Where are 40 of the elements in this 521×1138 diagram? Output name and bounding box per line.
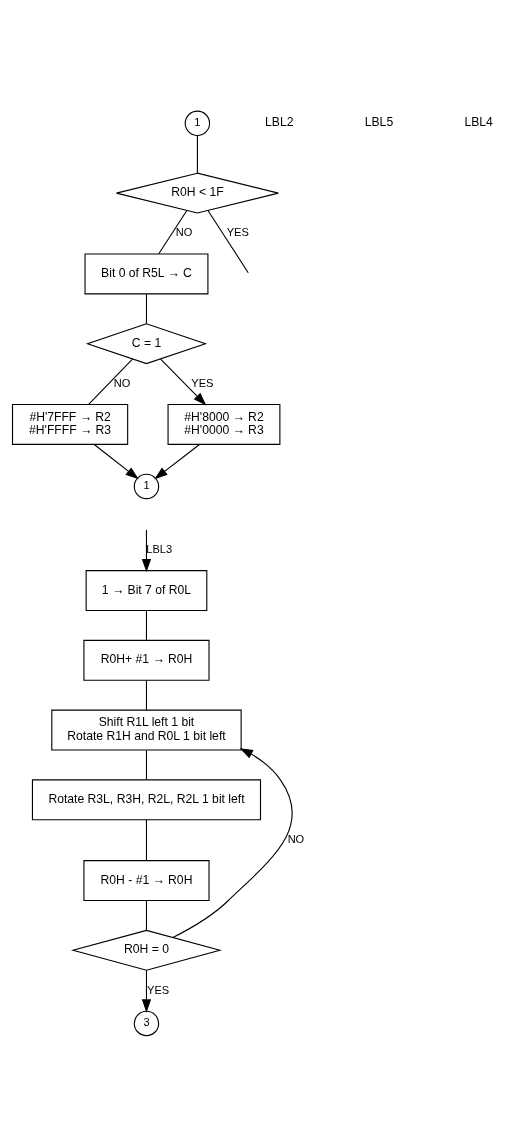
connector <box>145 609 148 641</box>
node-box: #H'7FFF → R2 #H'FFFF → R3 <box>11 403 129 445</box>
connector <box>145 818 148 861</box>
edge-label: YES <box>226 225 249 238</box>
arrow <box>160 358 207 405</box>
connector <box>145 899 148 931</box>
connector <box>207 209 249 273</box>
node-diamond: C = 1 <box>85 322 208 364</box>
node-circle: 1 <box>184 110 211 136</box>
edge-label: YES <box>147 983 170 995</box>
node-box: R0H - #1 → R0H <box>83 859 210 901</box>
connector <box>88 358 133 405</box>
label: LBL5 <box>364 114 394 129</box>
arrow <box>93 443 139 479</box>
edge-label: LBL3 <box>146 542 173 555</box>
label: LBL4 <box>464 114 493 129</box>
node-box: 1 → Bit 7 of R0L <box>85 569 208 611</box>
node-diamond: R0H < 1F <box>115 172 279 214</box>
connector <box>145 293 148 324</box>
connector <box>145 679 148 710</box>
label: LBL2 <box>265 114 294 129</box>
connector <box>196 134 198 174</box>
edge-label: NO <box>113 376 131 389</box>
arrow <box>154 443 200 479</box>
node-box: Shift R1L left 1 bit Rotate R1H and R0L 1 bit left <box>51 709 242 750</box>
edge-label: NO <box>287 832 305 845</box>
node-box: Rotate R3L, R3H, R2L, R2L 1 bit left <box>31 778 262 820</box>
edge-label: YES <box>191 376 214 389</box>
node-circle: 1 <box>133 473 160 499</box>
node-box: Bit 0 of R5L → C <box>84 252 209 294</box>
node-diamond: R0H = 0 <box>70 929 222 971</box>
node-box: #H'8000 → R2 #H'0000 → R3 <box>167 403 281 445</box>
edge-label: NO <box>175 225 193 238</box>
node-box: R0H+ #1 → R0H <box>83 639 210 681</box>
arrow <box>141 969 152 1013</box>
connector <box>145 749 148 780</box>
arrow <box>172 747 293 938</box>
connector <box>158 209 188 254</box>
arrow <box>141 528 152 572</box>
node-circle: 3 <box>133 1010 160 1036</box>
